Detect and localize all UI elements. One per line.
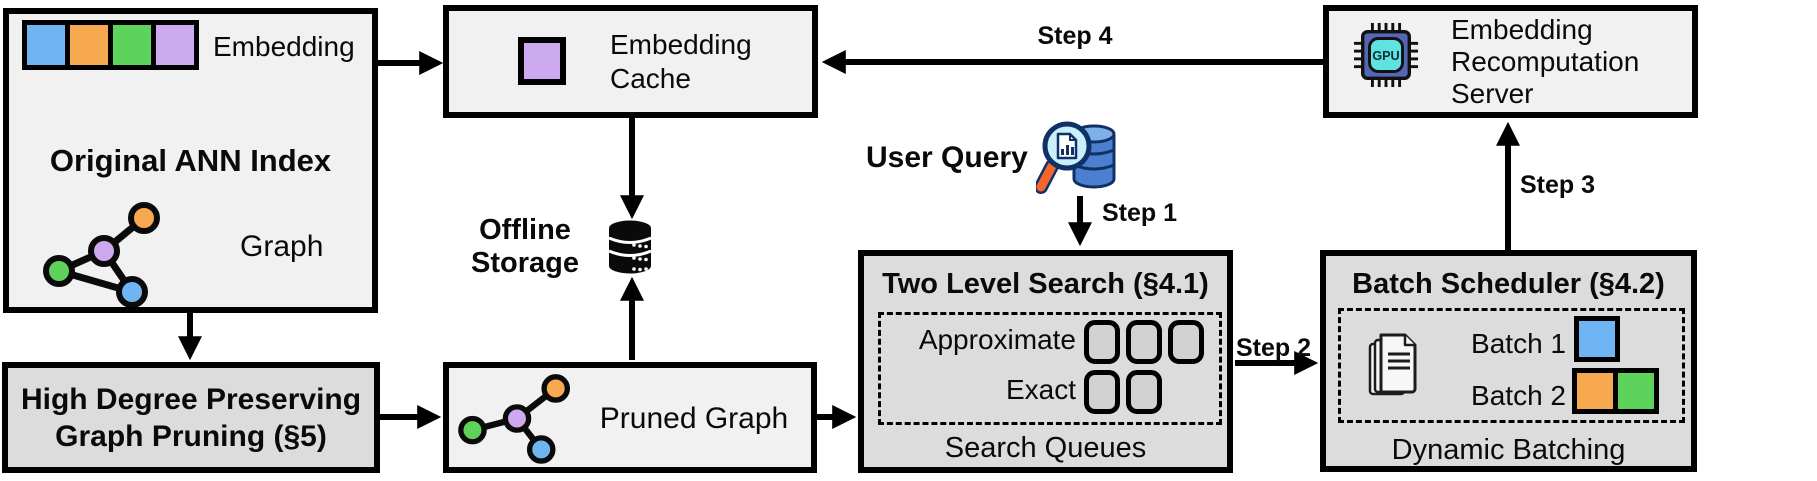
- batch-scheduler-title: Batch Scheduler (§4.2): [1352, 268, 1665, 300]
- blue-square: [1579, 321, 1615, 357]
- green-square: [113, 25, 151, 65]
- step2-label: Step 2: [1236, 334, 1312, 362]
- magnifier-database-icon: [1036, 121, 1116, 194]
- offline-storage-label: Offline Storage: [471, 214, 579, 279]
- user-query-label: User Query: [866, 141, 1028, 174]
- queue-slot: [1084, 370, 1120, 414]
- queue-slot: [1126, 320, 1162, 364]
- embedding-cache-label: Embedding Cache: [610, 29, 752, 94]
- queue-slot: [1126, 370, 1162, 414]
- graph-label: Graph: [240, 230, 324, 263]
- pruned-graph-box: Pruned Graph: [443, 362, 817, 473]
- batch1-label: Batch 1: [1471, 328, 1566, 359]
- embedding-label: Embedding: [213, 31, 355, 62]
- original-ann-index-title: Original ANN Index: [49, 143, 332, 178]
- pruned-graph-icon: [458, 374, 571, 464]
- document-stack-icon: [1368, 333, 1417, 396]
- original-ann-index-box: Embedding Original ANN Index Graph: [3, 8, 378, 313]
- step3-label: Step 3: [1520, 171, 1596, 199]
- approximate-label: Approximate: [918, 324, 1076, 355]
- high-degree-pruning-box: High Degree Preserving Graph Pruning (§5…: [2, 362, 380, 473]
- database-icon: [608, 220, 652, 274]
- queue-slot: [1168, 320, 1204, 364]
- batch2-squares: [1572, 368, 1659, 414]
- two-level-search-box: Two Level Search (§4.1) Approximate Exac…: [858, 250, 1233, 473]
- high-degree-pruning-label: High Degree Preserving Graph Pruning (§5…: [20, 382, 362, 453]
- search-queues-panel: [878, 312, 1222, 425]
- dynamic-batching-label: Dynamic Batching: [1391, 434, 1626, 466]
- batch1-squares: [1574, 316, 1620, 362]
- exact-label: Exact: [1005, 374, 1076, 405]
- pruned-graph-label: Pruned Graph: [599, 402, 789, 435]
- graph-icon: [43, 202, 160, 307]
- exact-queues: [1084, 370, 1162, 414]
- embedding-cache-box: Embedding Cache: [443, 5, 818, 118]
- purple-square: [156, 25, 194, 65]
- search-queues-label: Search Queues: [944, 432, 1147, 464]
- blue-square: [27, 25, 65, 65]
- dynamic-batching-panel: [1338, 308, 1685, 423]
- recomputation-server-box: GPU Embedding Recomputation Server: [1323, 5, 1698, 118]
- two-level-search-title: Two Level Search (§4.1): [882, 268, 1209, 300]
- orange-square: [1577, 373, 1613, 409]
- queue-slot: [1084, 320, 1120, 364]
- gpu-chip-icon: GPU: [1353, 22, 1419, 88]
- batch2-label: Batch 2: [1471, 380, 1566, 411]
- step4-label: Step 4: [1037, 22, 1113, 50]
- green-square: [1618, 373, 1654, 409]
- recomputation-server-label: Embedding Recomputation Server: [1451, 14, 1640, 109]
- embedding-vector-icon: [22, 20, 199, 70]
- purple-square: [524, 43, 560, 79]
- approximate-queues: [1084, 320, 1204, 364]
- orange-square: [70, 25, 108, 65]
- cached-embedding-icon: [518, 37, 566, 85]
- gpu-chip-label: GPU: [1372, 49, 1399, 63]
- step1-label: Step 1: [1102, 199, 1178, 227]
- batch-scheduler-box: Batch Scheduler (§4.2) Batch 1 Batch 2 D…: [1320, 250, 1697, 472]
